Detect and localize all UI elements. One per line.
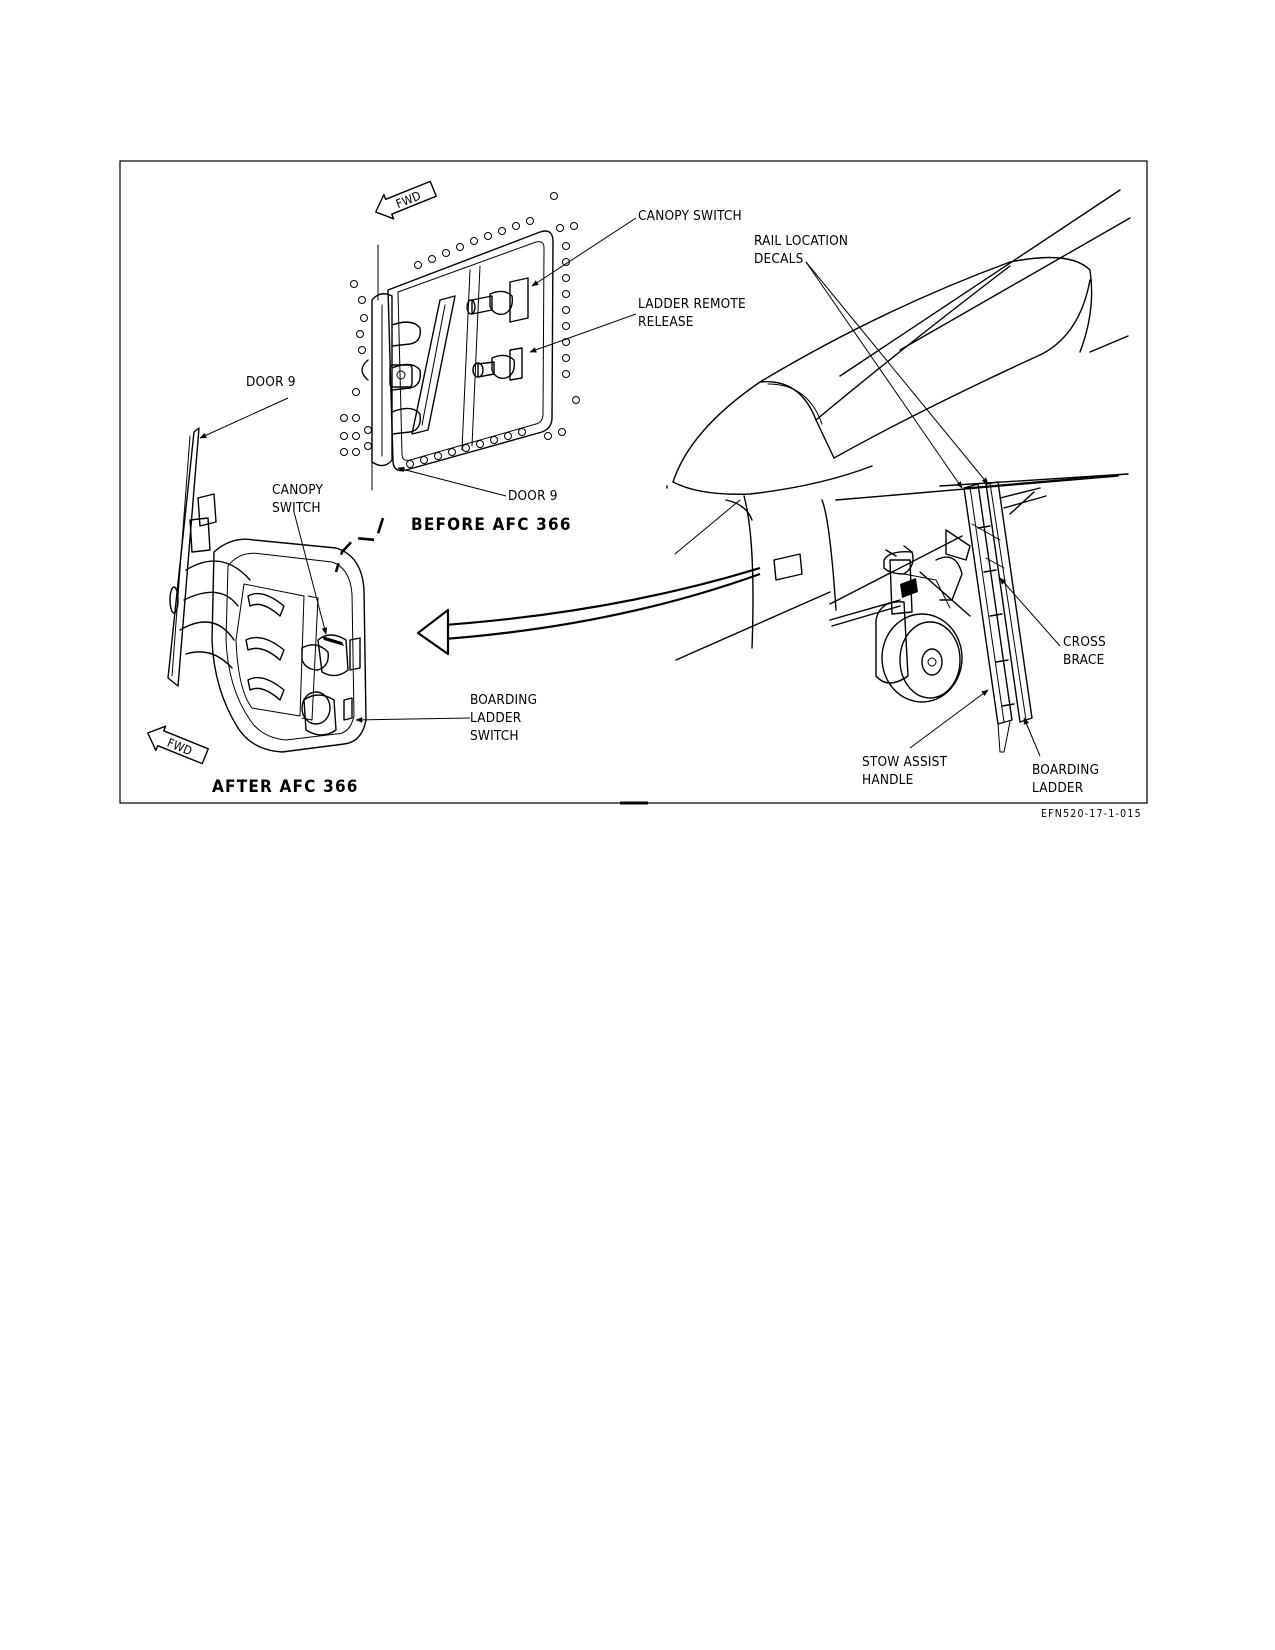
label-boarding-ladder-1: BOARDING [1032,762,1099,778]
label-ladder-remote-release-2: RELEASE [638,314,694,330]
label-boarding-ladder-switch-3: SWITCH [470,728,519,744]
rivet-pattern [340,192,580,468]
nose-landing-gear [829,529,971,703]
label-door9-before: DOOR 9 [508,488,558,504]
label-cross-brace-2: BRACE [1063,652,1104,668]
fwd-arrow-top: FWD [375,180,437,220]
label-boarding-ladder-switch-2: LADDER [470,710,522,726]
label-stow-assist-handle-2: HANDLE [862,772,914,788]
label-ladder-remote-release-1: LADDER REMOTE [638,296,746,312]
label-canopy-switch-after-2: SWITCH [272,500,321,516]
before-afc-door-view: FWD [340,180,580,491]
after-afc-door-view [167,427,367,753]
callout-labels: CANOPY SWITCH RAIL LOCATION DECALS LADDE… [212,208,1142,820]
caption-before-afc: BEFORE AFC 366 [411,515,572,535]
caption-after-afc: AFTER AFC 366 [212,777,359,797]
boarding-ladder [963,473,1129,753]
leader-lines [199,217,1061,757]
fwd-arrow-bottom: FWD [147,725,209,765]
detail-callout-arrow [416,566,761,656]
label-cross-brace-1: CROSS [1063,634,1106,650]
label-canopy-switch-after-1: CANOPY [272,482,323,498]
view-connector [334,517,385,573]
label-rail-location-2: DECALS [754,251,804,267]
label-canopy-switch-top: CANOPY SWITCH [638,208,742,224]
label-boarding-ladder-2: LADDER [1032,780,1084,796]
figure-id: EFN520-17-1-015 [1041,808,1142,820]
label-rail-location-1: RAIL LOCATION [754,233,848,249]
aircraft-forward-fuselage [666,189,1131,661]
label-door9-left: DOOR 9 [246,374,296,390]
label-stow-assist-handle-1: STOW ASSIST [862,754,948,770]
label-boarding-ladder-switch-1: BOARDING [470,692,537,708]
